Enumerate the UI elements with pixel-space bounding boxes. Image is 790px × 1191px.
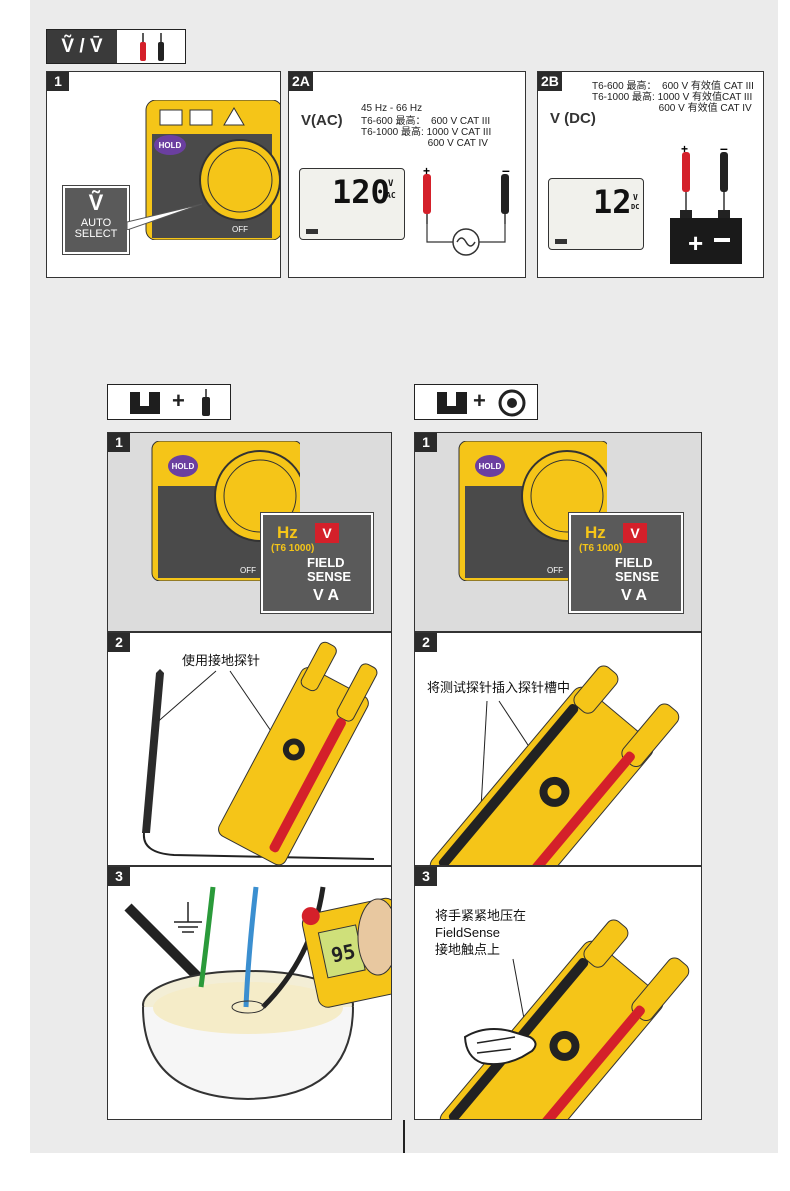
fieldsense-contact-icon xyxy=(498,389,526,417)
step3-caption: 将手紧紧地压在 FieldSense 接地触点上 xyxy=(435,908,527,957)
ac-dc-voltage-symbol: Ṽ / V̄ xyxy=(47,30,117,63)
panel-auto-select: 1 HOLD OFF Ṽ AUTO SELECT xyxy=(46,71,281,278)
plus-sign: + xyxy=(172,388,185,413)
ground-probe-icon xyxy=(202,389,210,416)
measurement-bowl-illustration: 95 xyxy=(124,886,391,1101)
field-sense-callout: Hz V (T6 1000) FIELD SENSE V A xyxy=(260,512,374,614)
right-step1-panel: 1 HOLD OFF Hz V (T6 1000) FIELD SENSE V … xyxy=(414,432,702,632)
hold-label: HOLD xyxy=(159,141,182,150)
field-label: FIELD xyxy=(615,555,653,570)
hz-label: Hz xyxy=(277,523,298,542)
right-step3-panel: 3 将手紧紧地压在 FieldSense 接地触点上 xyxy=(414,866,702,1120)
ground-probe-insertion-illustration xyxy=(142,641,378,865)
battery-icon xyxy=(306,229,318,234)
header-jaw-plus-ground-probe: + xyxy=(107,384,231,420)
frequency-range: 45 Hz - 66 Hz xyxy=(361,103,423,114)
field-label: FIELD xyxy=(307,555,345,570)
jaw-gap xyxy=(447,392,456,406)
step2-caption: 使用接地探针 xyxy=(182,653,261,668)
step-number: 3 xyxy=(108,867,130,886)
step-number: 3 xyxy=(415,867,437,886)
tester-face-illustration: HOLD OFF xyxy=(145,100,280,240)
dc-rating-spec: T6-600 最高： 600 V 有效值 CAT III T6-1000 最高:… xyxy=(592,81,754,114)
left-step2-panel: 2 使用接地探针 xyxy=(107,632,392,866)
voltage-symbol: Ṽ xyxy=(88,190,104,215)
off-label: OFF xyxy=(547,566,563,575)
sense-label: SENSE xyxy=(615,569,660,584)
header-jaw-plus-fieldsense: + xyxy=(414,384,538,420)
voltage-mode-header: Ṽ / V̄ xyxy=(46,29,186,64)
t6-model-label: (T6 1000) xyxy=(271,543,315,554)
plus-icon: + xyxy=(423,164,431,178)
callout-leader xyxy=(127,203,203,230)
right-step2-panel: 2 将测试探针插入探针槽中 xyxy=(414,632,702,866)
dc-mode-label: V (DC) xyxy=(550,110,596,127)
lcd-unit: V xyxy=(388,179,394,189)
step-number: 1 xyxy=(47,72,69,91)
off-label: OFF xyxy=(240,566,256,575)
press-fieldsense-contact-illustration xyxy=(439,919,690,1119)
plus-icon: + xyxy=(681,142,689,156)
hold-label: HOLD xyxy=(479,462,502,471)
ac-mode-label: V(AC) xyxy=(301,112,343,129)
left-step1-panel: 1 HOLD OFF Hz V (T6 1000) FIELD SENSE V … xyxy=(107,432,392,632)
auto-label: AUTO xyxy=(80,217,112,229)
field-sense-callout: Hz V (T6 1000) FIELD SENSE V A xyxy=(568,512,684,614)
plus-sign: + xyxy=(473,388,486,413)
auto-select-callout: Ṽ AUTO SELECT xyxy=(62,185,130,255)
va-label: V A xyxy=(621,587,648,604)
lcd-reading: 12 xyxy=(593,183,632,221)
lcd-display: 120 V AC xyxy=(299,168,405,240)
sense-label: SENSE xyxy=(307,569,352,584)
hold-label: HOLD xyxy=(172,462,195,471)
left-step3-panel: 3 95 xyxy=(107,866,392,1120)
minus-icon: – xyxy=(720,140,728,156)
panel-dc-voltage: 2B V (DC) T6-600 最高： 600 V 有效值 CAT III T… xyxy=(537,71,764,278)
step-number: 1 xyxy=(415,433,437,452)
fieldsense-icon: V xyxy=(623,523,647,543)
step2-caption: 将测试探针插入探针槽中 xyxy=(427,680,571,695)
bowl-lcd-reading: 95 xyxy=(329,939,358,967)
step-number: 2A xyxy=(289,72,313,91)
lcd-display: 12 V DC xyxy=(548,178,644,250)
test-leads-icon xyxy=(140,33,164,61)
off-label: OFF xyxy=(232,225,248,234)
panel-ac-voltage: 2A V(AC) 45 Hz - 66 Hz T6-600 最高： 600 V … xyxy=(288,71,526,278)
battery-illustration: + xyxy=(670,152,742,264)
lcd-unit-sub: DC xyxy=(631,203,640,211)
lcd-unit-sub: AC xyxy=(386,191,396,200)
step-number: 2 xyxy=(108,633,130,652)
step-number: 1 xyxy=(108,433,130,452)
hz-label: Hz xyxy=(585,523,606,542)
center-divider xyxy=(403,1120,405,1153)
battery-plus-icon: + xyxy=(688,228,703,258)
ac-rating-spec: T6-600 最高： 600 V CAT III T6-1000 最高: 100… xyxy=(361,116,492,149)
battery-icon xyxy=(555,239,567,244)
jaw-gap xyxy=(140,392,149,406)
ac-probes-illustration xyxy=(423,174,509,256)
step-number: 2 xyxy=(415,633,437,652)
step-number: 2B xyxy=(538,72,562,91)
minus-icon: – xyxy=(502,162,510,178)
va-label: V A xyxy=(313,587,340,604)
fieldsense-icon: V xyxy=(315,523,339,543)
lcd-unit: V xyxy=(633,193,638,202)
t6-model-label: (T6 1000) xyxy=(579,543,623,554)
select-label: SELECT xyxy=(74,228,118,240)
lcd-reading: 120 xyxy=(332,173,390,211)
probe-slot-insertion-illustration xyxy=(429,665,680,865)
